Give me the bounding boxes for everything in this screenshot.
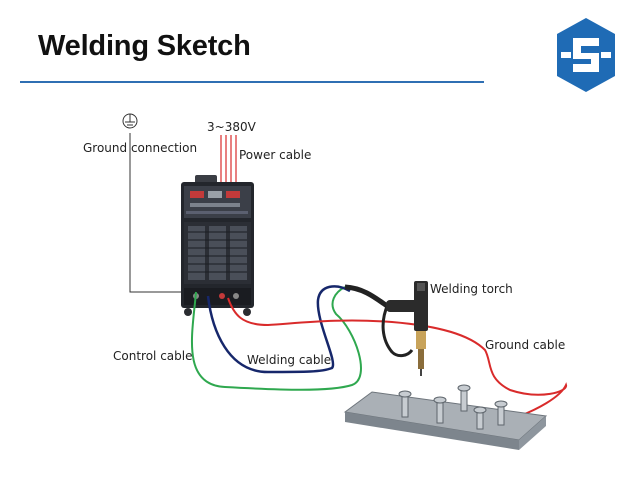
company-logo-icon: [557, 18, 615, 92]
welding-machine: [181, 175, 254, 316]
power-cable-lines: [220, 135, 237, 182]
ground-connection-label: Ground connection: [83, 141, 197, 155]
page-title: Welding Sketch: [38, 30, 251, 62]
control-cable-label: Control cable: [113, 349, 192, 363]
welding-torch: [344, 281, 428, 376]
ground-symbol-icon: [122, 113, 138, 129]
control-cable-line: [190, 286, 362, 391]
welding-studs: [398, 384, 508, 430]
ground-connection-wire: [129, 133, 182, 293]
welding-cable-line: [206, 285, 351, 374]
welding-torch-label: Welding torch: [430, 282, 513, 296]
workpiece-plate: [343, 384, 548, 450]
title-divider: [20, 81, 484, 83]
welding-cable-label: Welding cable: [247, 353, 331, 367]
ground-cable-label: Ground cable: [485, 338, 565, 352]
ground-cable-line: [227, 297, 567, 417]
voltage-label: 3~380V: [207, 120, 257, 134]
power-cable-label: Power cable: [239, 148, 311, 162]
